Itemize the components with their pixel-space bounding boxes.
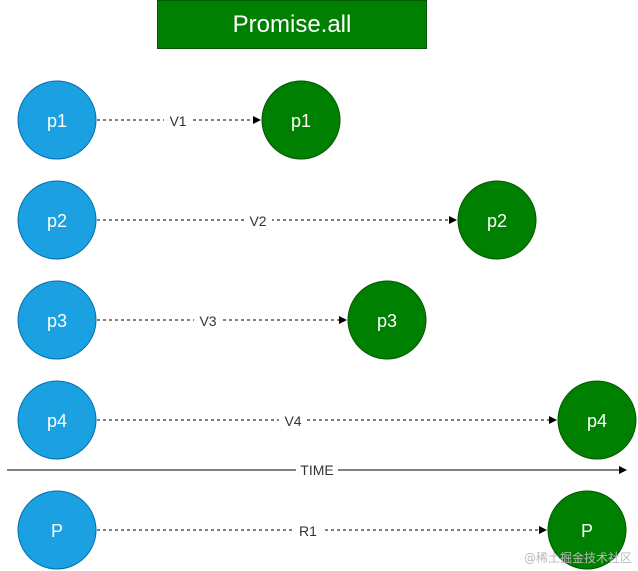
source-node-label-row-4: p4 <box>47 411 67 431</box>
result-node-row-4 <box>557 380 637 460</box>
source-node-label-row-1: p1 <box>47 111 67 131</box>
source-node-label-final: P <box>51 521 63 541</box>
result-node-label-row-2: p2 <box>487 211 507 231</box>
edge-label-row-1: V1 <box>169 113 186 129</box>
edge-label-row-4: V4 <box>284 413 301 429</box>
source-node-row-1 <box>17 80 97 160</box>
result-node-label-row-3: p3 <box>377 311 397 331</box>
result-node-label-row-1: p1 <box>291 111 311 131</box>
result-node-final <box>547 490 627 570</box>
result-node-row-2 <box>457 180 537 260</box>
source-node-final <box>17 490 97 570</box>
source-node-label-row-2: p2 <box>47 211 67 231</box>
result-node-row-3 <box>347 280 427 360</box>
result-node-row-1 <box>261 80 341 160</box>
watermark: @稀土掘金技术社区 <box>523 551 632 565</box>
result-node-label-row-4: p4 <box>587 411 607 431</box>
diagram-title: Promise.all <box>157 0 427 49</box>
edge-label-final: R1 <box>299 523 317 539</box>
edge-label-row-2: V2 <box>249 213 266 229</box>
source-node-row-4 <box>17 380 97 460</box>
source-node-label-row-3: p3 <box>47 311 67 331</box>
time-axis-label: TIME <box>300 462 333 478</box>
edge-label-row-3: V3 <box>199 313 216 329</box>
source-node-row-3 <box>17 280 97 360</box>
source-node-row-2 <box>17 180 97 260</box>
result-node-label-final: P <box>581 521 593 541</box>
